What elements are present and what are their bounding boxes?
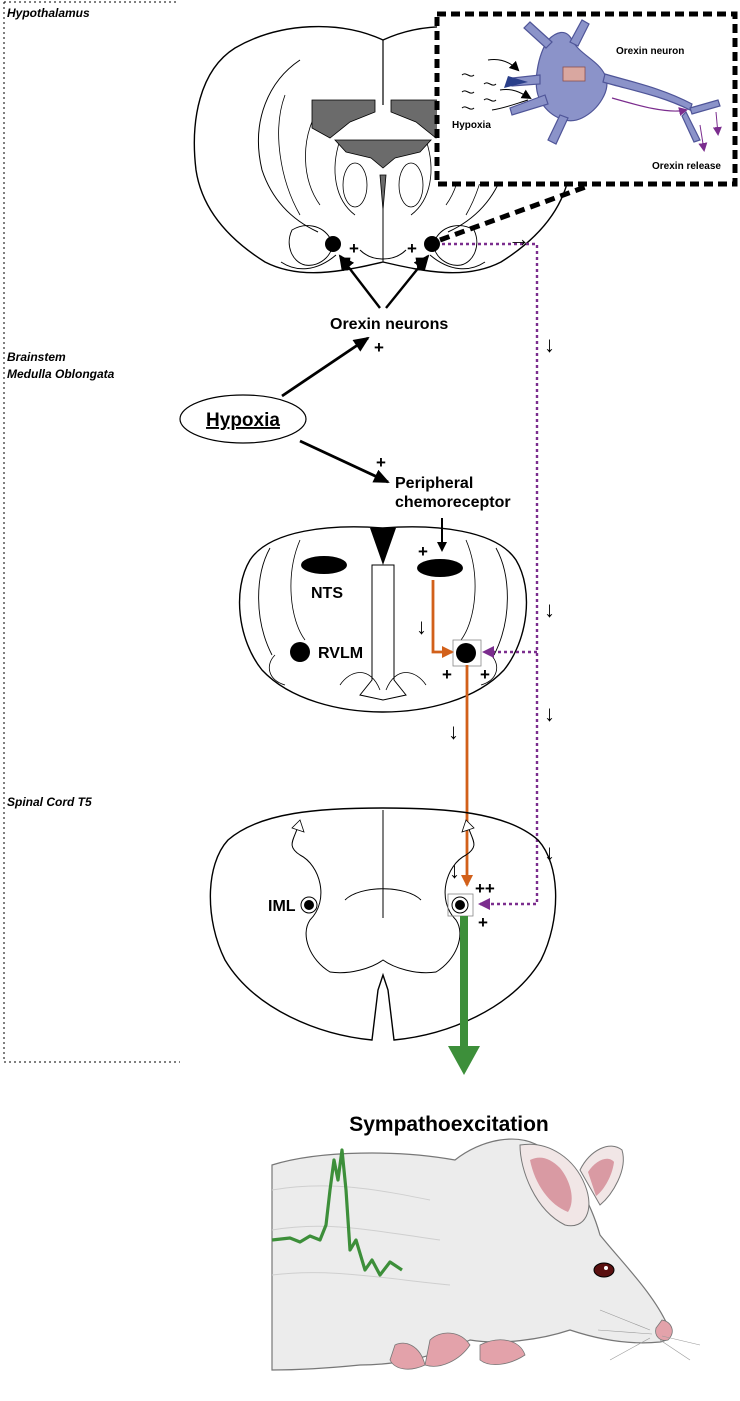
rvlm-nucleus-left: [290, 642, 310, 662]
orexin-neurons-label: Orexin neurons: [330, 316, 448, 333]
arrow-hypoxia-to-chemoreceptor: [299, 439, 390, 484]
section-label-medulla: Medulla Oblongata: [7, 367, 115, 381]
arrow-hypoxia-to-orexin: [281, 336, 370, 398]
nts-label: NTS: [311, 585, 343, 602]
plus-sign-hypoxia-orexin: +: [374, 338, 384, 357]
rvlm-label: RVLM: [318, 645, 363, 662]
down-arrow-orexin-4: ↓: [544, 840, 555, 865]
plus-sign-nts: +: [418, 542, 428, 561]
double-plus-sign-iml: ++: [475, 879, 495, 898]
iml-nucleus-left: [304, 900, 314, 910]
rat-illustration: [271, 1138, 701, 1371]
nts-to-rvlm-pathway: [431, 580, 454, 658]
nts-nucleus-right: [417, 559, 463, 577]
down-arrow-iml: ↓: [449, 858, 460, 883]
inset-orexin-release-label: Orexin release: [652, 161, 721, 172]
inset-orexin-neuron-label: Orexin neuron: [616, 46, 684, 57]
nts-nucleus-left: [301, 556, 347, 574]
section-label-brainstem: Brainstem: [7, 350, 66, 364]
plus-sign-rvlm-right: +: [480, 665, 490, 684]
spinal-cord-section: [209, 807, 557, 1041]
hypoxia-label: Hypoxia: [206, 410, 280, 431]
section-frame: [3, 1, 180, 1063]
sympathetic-output-arrowhead: [448, 1046, 480, 1075]
arrow-to-orexin-right: [385, 254, 430, 309]
section-label-spinal-cord: Spinal Cord T5: [7, 795, 92, 809]
plus-sign-rvlm-left: +: [442, 665, 452, 684]
down-arrow-orexin-3: ↓: [544, 701, 555, 726]
fourth-ventricle: [370, 528, 396, 565]
orexin-neuron-right: [424, 236, 440, 252]
down-arrow-rvlm: ↓: [448, 719, 459, 744]
hypoxia-node: Hypoxia: [179, 394, 307, 444]
down-arrow-nts: ↓: [416, 614, 427, 639]
inset-orexin-neuron: Orexin neuron Hypoxia Orexin release: [434, 11, 738, 187]
plus-sign-orexin-left: +: [349, 239, 359, 258]
down-arrow-orexin-1: ↓: [544, 332, 555, 357]
section-label-hypothalamus: Hypothalamus: [7, 6, 90, 20]
iml-nucleus-left-ring: [300, 896, 318, 914]
iml-label: IML: [268, 898, 296, 915]
right-arrow-orexin: →: [508, 226, 530, 251]
medulla-section: [238, 526, 528, 713]
orexin-neuron-left: [325, 236, 341, 252]
plus-sign-orexin-right: +: [407, 239, 417, 258]
sympathoexcitation-label: Sympathoexcitation: [349, 1113, 549, 1136]
plus-sign-iml: +: [478, 913, 488, 932]
iml-nucleus-right: [455, 900, 465, 910]
down-arrow-orexin-2: ↓: [544, 597, 555, 622]
arrow-to-orexin-left: [338, 254, 381, 309]
rvlm-nucleus-right: [456, 643, 476, 663]
chemoreceptor-label: chemoreceptor: [395, 494, 511, 511]
sympathetic-nerve-trace: [271, 1148, 403, 1277]
iml-nucleus-right-ring: [451, 896, 469, 914]
inset-hypoxia-label: Hypoxia: [452, 120, 491, 131]
peripheral-label: Peripheral: [395, 475, 473, 492]
plus-sign-hypoxia-chemoreceptor: +: [376, 453, 386, 472]
zoom-line: [439, 183, 589, 243]
